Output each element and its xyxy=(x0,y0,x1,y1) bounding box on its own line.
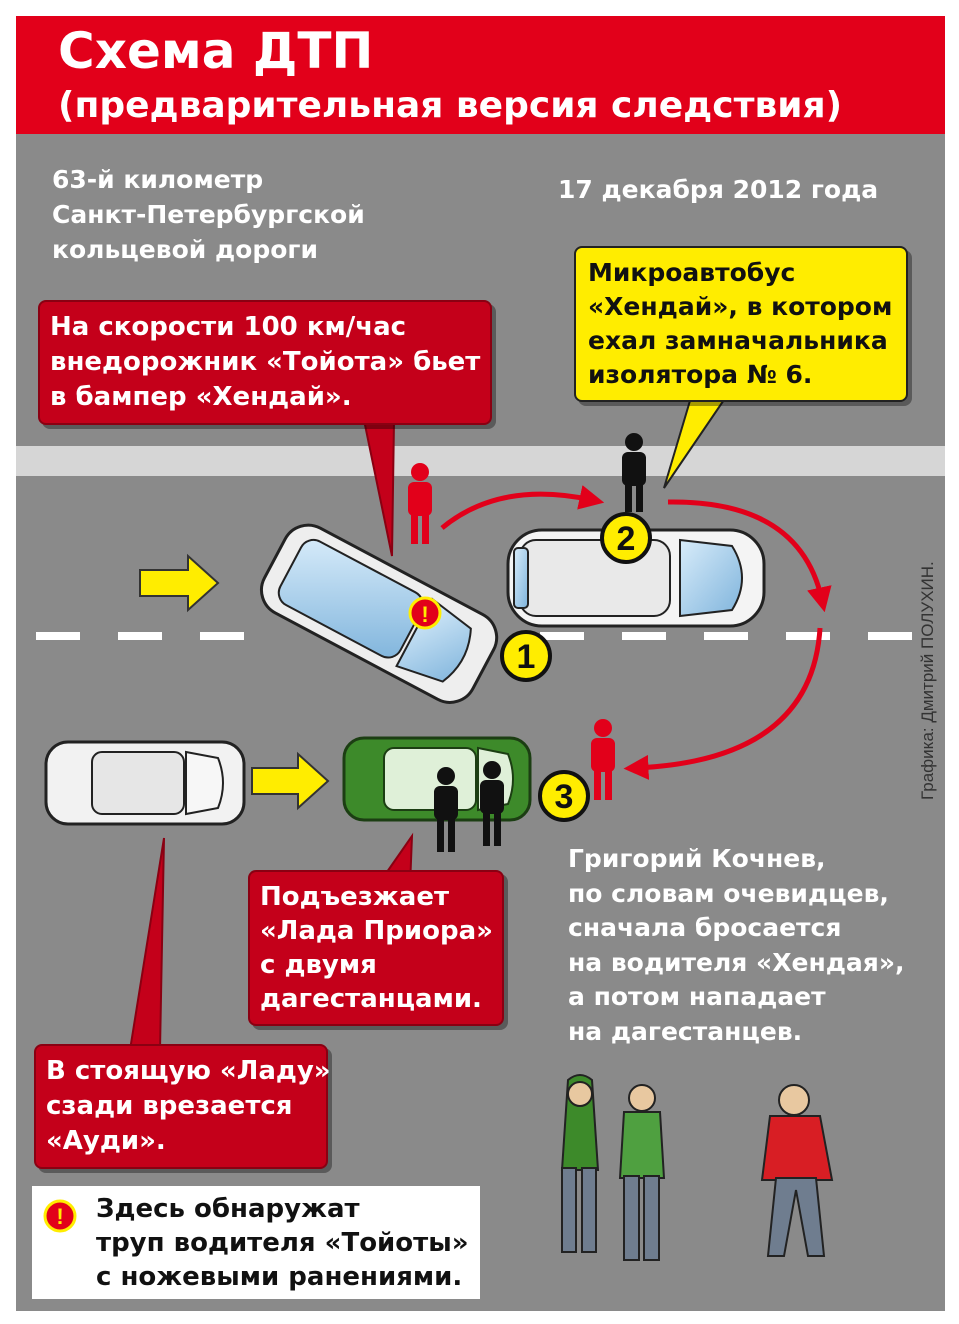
arrow-right-icon xyxy=(139,553,220,613)
notice-line: Здесь обнаружат xyxy=(96,1194,360,1224)
narrative-line: на дагестанцев. xyxy=(568,1016,803,1046)
date-text: 17 декабря 2012 года xyxy=(558,175,879,204)
person-icon xyxy=(622,433,646,512)
callout-line: изолятора № 6. xyxy=(588,360,813,389)
marker-1-label: 1 xyxy=(517,638,536,676)
person-icon xyxy=(434,767,458,852)
notice-box xyxy=(32,1186,480,1299)
notice-text: Здесь обнаружат труп водителя «Тойоты» с… xyxy=(96,1192,469,1294)
callout-line: Микроавтобус xyxy=(588,258,796,287)
curved-arrow-icon xyxy=(667,499,832,613)
location-line: 63-й километр xyxy=(52,165,264,194)
curved-arrow-icon xyxy=(440,485,605,530)
callout-line: Подъезжает xyxy=(260,882,450,912)
callout-line: внедорожник «Тойота» бьет xyxy=(50,347,481,377)
marker-2: 2 xyxy=(600,512,652,564)
narrative-line: Григорий Кочнев, xyxy=(568,844,826,873)
credit-text: Графика: Дмитрий ПОЛУХИН. xyxy=(918,561,938,800)
narrative-line: сначала бросается xyxy=(568,913,842,942)
illustrated-person-kochnev xyxy=(760,1084,834,1257)
marker-3-label: 3 xyxy=(555,778,574,816)
callout-line: сзади врезается xyxy=(46,1091,293,1121)
toyota-suv xyxy=(260,523,499,704)
callout-line: В стоящую «Ладу» xyxy=(46,1056,331,1086)
page-subtitle: (предварительная версия следствия) xyxy=(58,85,843,126)
marker-2-label: 2 xyxy=(617,520,636,558)
callout-line: с двумя xyxy=(260,950,377,980)
arrow-right-icon xyxy=(251,751,330,811)
callout-toyota: На скорости 100 км/час внедорожник «Тойо… xyxy=(38,300,492,425)
hyundai-minibus xyxy=(506,528,766,628)
person-icon xyxy=(591,719,615,800)
narrative-line: а потом нападает xyxy=(568,982,826,1011)
narrative-text: Григорий Кочнев, по словам очевидцев, сн… xyxy=(568,842,904,1049)
illustrated-person-hooded xyxy=(560,1074,600,1253)
callout-line: в бампер «Хендай». xyxy=(50,382,352,412)
notice-line: с ножевыми ранениями. xyxy=(96,1262,463,1292)
title-band xyxy=(16,16,945,134)
credit: Графика: Дмитрий ПОЛУХИН. xyxy=(918,561,938,820)
marker-1: 1 xyxy=(500,630,552,682)
location-line: Санкт-Петербургской xyxy=(52,200,365,229)
person-icon xyxy=(408,463,432,544)
callout-line: На скорости 100 км/час xyxy=(50,312,407,342)
warning-symbol: ! xyxy=(56,1204,63,1229)
narrative-line: на водителя «Хендая», xyxy=(568,947,905,977)
callout-line: «Лада Приора» xyxy=(260,916,493,946)
person-icon xyxy=(480,761,504,846)
callout-line: «Ауди». xyxy=(46,1126,166,1156)
callout-line: ехал замначальника xyxy=(588,326,888,355)
callout-lada: Подъезжает «Лада Приора» с двумя дагеста… xyxy=(248,870,504,1026)
warning-icon: ! xyxy=(408,596,442,630)
narrative-line: по словам очевидцев, xyxy=(568,878,889,908)
notice-line: труп водителя «Тойоты» xyxy=(96,1228,469,1258)
sidewalk-strip xyxy=(16,446,945,476)
page-title: Схема ДТП xyxy=(58,22,374,80)
location-text: 63-й километр Санкт-Петербургской кольце… xyxy=(52,162,365,267)
audi-car xyxy=(44,740,246,826)
callout-audi: В стоящую «Ладу» сзади врезается «Ауди». xyxy=(34,1044,331,1169)
callout-line: «Хендай», в котором xyxy=(588,292,893,321)
marker-3: 3 xyxy=(538,770,590,822)
illustrated-person xyxy=(618,1084,666,1261)
warning-icon: ! xyxy=(43,1199,77,1233)
location-line: кольцевой дороги xyxy=(52,235,318,264)
lane-divider xyxy=(36,632,912,640)
svg-text:!: ! xyxy=(421,602,428,627)
curved-arrow-icon xyxy=(623,627,823,780)
callout-line: дагестанцами. xyxy=(260,984,482,1014)
callout-hyundai: Микроавтобус «Хендай», в котором ехал за… xyxy=(574,246,908,402)
